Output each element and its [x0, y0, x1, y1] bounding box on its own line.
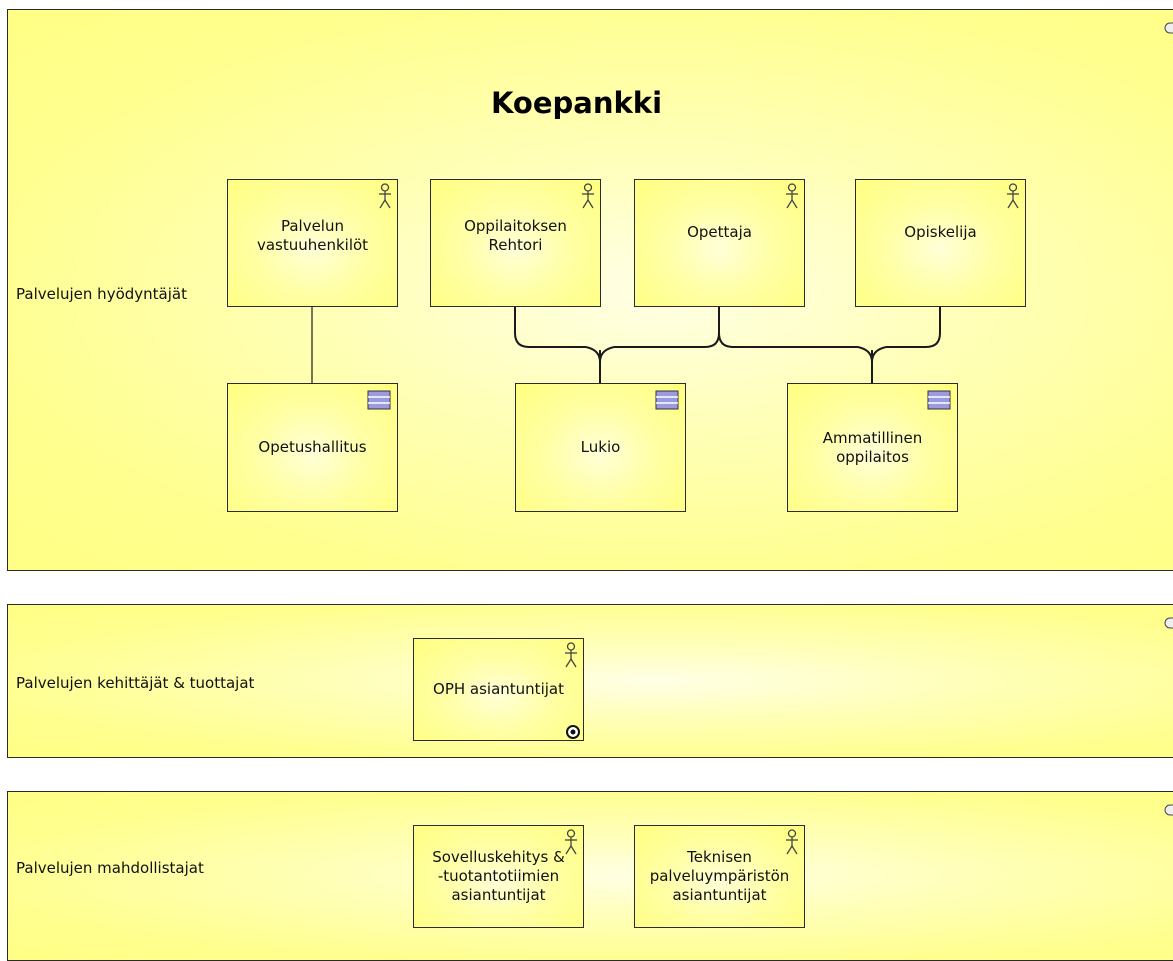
node-lukio[interactable]: Lukio: [515, 383, 686, 512]
node-label: Opettaja: [687, 222, 752, 241]
node-teknisen-asiantuntijat[interactable]: Teknisen palveluympäristön asiantuntijat: [634, 825, 805, 928]
group-label: Palvelujen kehittäjät & tuottajat: [16, 674, 255, 692]
actor-icon: [786, 183, 798, 209]
node-oppilaitoksen-rehtori[interactable]: Oppilaitoksen Rehtori: [430, 179, 601, 307]
diagram-title: Koepankki: [490, 86, 663, 120]
node-label: OPH asiantuntijat: [433, 680, 564, 698]
group-label: Palvelujen hyödyntäjät: [16, 285, 187, 303]
organization-icon: [367, 390, 391, 410]
actor-icon: [1007, 183, 1019, 209]
node-opettaja[interactable]: Opettaja: [634, 179, 805, 307]
organization-icon: [655, 390, 679, 410]
group-palvelujen-kehittajat[interactable]: Palvelujen kehittäjät & tuottajat: [7, 604, 1173, 758]
node-label: Opetushallitus: [258, 438, 367, 456]
node-label: Teknisen palveluympäristön asiantuntijat: [649, 848, 790, 904]
node-palvelun-vastuuhenkilot[interactable]: Palvelun vastuuhenkilöt: [227, 179, 398, 307]
node-opetushallitus[interactable]: Opetushallitus: [227, 383, 398, 512]
node-ammatillinen-oppilaitos[interactable]: Ammatillinen oppilaitos: [787, 383, 958, 512]
link-badge-icon[interactable]: [565, 725, 581, 739]
node-label: Ammatillinen oppilaitos: [822, 428, 923, 466]
group-label: Palvelujen mahdollistajat: [16, 859, 204, 877]
actor-icon: [582, 183, 594, 209]
node-label: Oppilaitoksen Rehtori: [464, 217, 567, 254]
node-opiskelija[interactable]: Opiskelija: [855, 179, 1026, 307]
node-label: Opiskelija: [904, 222, 977, 241]
node-label: Sovelluskehitys & -tuotantotiimien asian…: [432, 848, 565, 904]
node-label: Lukio: [580, 438, 621, 456]
actor-icon: [379, 183, 391, 209]
organization-icon: [927, 390, 951, 410]
node-label: Palvelun vastuuhenkilöt: [256, 217, 369, 254]
grouping-icon: [1164, 617, 1173, 629]
actor-icon: [565, 642, 577, 668]
grouping-icon: [1164, 804, 1173, 816]
grouping-icon: [1164, 22, 1173, 34]
actor-icon: [565, 829, 577, 855]
node-oph-asiantuntijat[interactable]: OPH asiantuntijat: [413, 638, 584, 741]
node-sovelluskehitys-asiantuntijat[interactable]: Sovelluskehitys & -tuotantotiimien asian…: [413, 825, 584, 928]
actor-icon: [786, 829, 798, 855]
